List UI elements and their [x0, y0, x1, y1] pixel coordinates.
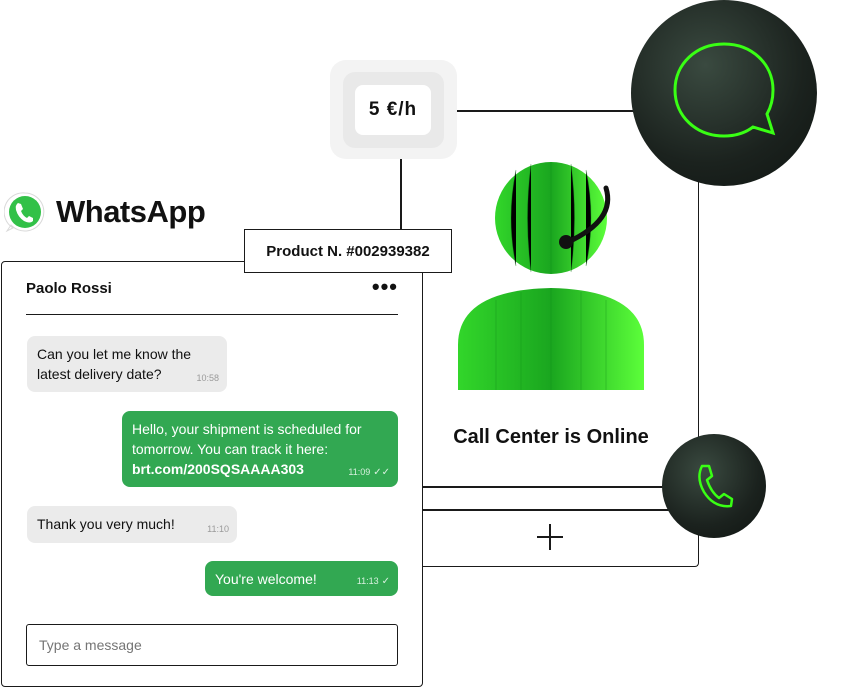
price-badge: 5 €/h: [355, 85, 431, 135]
message-text: You're welcome!: [215, 571, 317, 587]
incoming-message: Thank you very much! 11:10: [27, 506, 237, 543]
call-center-status: Call Center is Online: [453, 426, 649, 448]
connector-line: [431, 110, 641, 112]
message-time: 10:58: [196, 373, 219, 383]
incoming-message: Can you let me know the latest delivery …: [27, 336, 227, 392]
whatsapp-brand: WhatsApp: [4, 191, 206, 233]
message-time: 11:09✓✓: [348, 467, 390, 478]
message-text: Hello, your shipment is scheduled for to…: [132, 421, 362, 457]
outgoing-message: You're welcome! 11:13✓: [205, 561, 398, 596]
contact-name: Paolo Rossi: [26, 280, 112, 297]
check-icon: ✓: [381, 576, 390, 587]
chat-window: Paolo Rossi ••• Can you let me know the …: [1, 261, 423, 687]
message-time: 11:13✓: [356, 576, 390, 587]
whatsapp-logo: [4, 192, 45, 233]
divider: [421, 509, 698, 511]
chat-button[interactable]: [631, 0, 817, 186]
product-label: Product N. #002939382: [244, 229, 452, 273]
more-options-button[interactable]: •••: [371, 274, 398, 299]
connector-line: [400, 135, 402, 230]
message-text: Can you let me know the latest delivery …: [37, 346, 192, 382]
brand-name: WhatsApp: [56, 194, 206, 229]
agent-avatar: [458, 162, 644, 390]
message-time: 11:10: [207, 524, 229, 534]
message-input[interactable]: [26, 624, 398, 666]
double-check-icon: ✓✓: [373, 467, 390, 478]
outgoing-message: Hello, your shipment is scheduled for to…: [122, 411, 398, 487]
tracking-link[interactable]: brt.com/200SQSAAAA303: [132, 461, 304, 477]
divider: [421, 486, 683, 488]
add-button[interactable]: [536, 523, 564, 551]
chat-bubble-icon: [673, 42, 776, 138]
chat-header: Paolo Rossi •••: [26, 274, 398, 315]
message-text: Thank you very much!: [37, 516, 175, 532]
call-button[interactable]: [662, 434, 766, 538]
phone-icon: [698, 464, 734, 508]
